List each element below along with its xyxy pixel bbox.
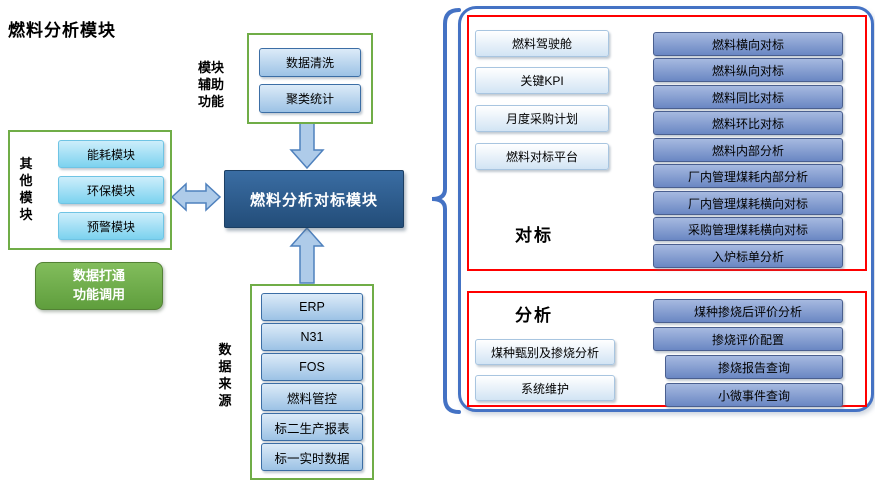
node-system-maintenance: 系统维护 [475,375,615,401]
node-biao1-realtime-data: 标一实时数据 [261,443,363,471]
other-modules-panel: 其他模块 能耗模块 环保模块 预警模块 [8,130,172,250]
node-energy-module: 能耗模块 [58,140,164,168]
other-modules-label: 其他模块 [19,156,33,222]
node-fuel-horizontal-benchmark: 燃料横向对标 [653,32,843,56]
node-fuel-mom-benchmark: 燃料环比对标 [653,111,843,135]
brace-connector [431,8,461,414]
data-link-note-line1: 数据打通 [72,268,125,284]
node-key-kpi: 关键KPI [475,67,609,94]
double-arrow-connector [170,182,222,212]
data-source-panel: ERP N31 FOS 燃料管控 标二生产报表 标一实时数据 [250,284,374,480]
node-biao2-production-report: 标二生产报表 [261,413,363,441]
benchmark-group-label: 对标 [515,226,553,245]
feature-panel: 对标 燃料驾驶舱 关键KPI 月度采购计划 燃料对标平台 燃料横向对标 燃料纵向… [458,6,874,412]
data-link-note: 数据打通 功能调用 [35,262,163,310]
node-purchase-coal-horizontal-benchmark: 采购管理煤耗横向对标 [653,217,843,241]
node-warning-module: 预警模块 [58,212,164,240]
data-source-label: 数据来源 [218,342,232,408]
node-blending-report-query: 掺烧报告查询 [665,355,843,379]
node-erp: ERP [261,293,363,321]
down-arrow-connector [289,121,325,170]
benchmark-group: 对标 燃料驾驶舱 关键KPI 月度采购计划 燃料对标平台 燃料横向对标 燃料纵向… [467,15,867,271]
node-fuel-yoy-benchmark: 燃料同比对标 [653,85,843,109]
node-cluster-statistics: 聚类统计 [259,84,361,113]
page-title: 燃料分析模块 [8,21,116,40]
node-furnace-standard-analysis: 入炉标单分析 [653,244,843,268]
node-plant-coal-internal-analysis: 厂内管理煤耗内部分析 [653,164,843,188]
node-fuel-vertical-benchmark: 燃料纵向对标 [653,58,843,82]
node-environment-module: 环保模块 [58,176,164,204]
center-module-node: 燃料分析对标模块 [224,170,404,228]
node-fuel-cockpit: 燃料驾驶舱 [475,30,609,57]
aux-functions-panel: 数据清洗 聚类统计 [247,33,373,124]
node-coal-blending-analysis: 煤种甄别及掺烧分析 [475,339,615,365]
up-arrow-connector [289,226,325,284]
analysis-group-label: 分析 [515,306,553,325]
data-link-note-line2: 功能调用 [72,287,125,302]
node-fuel-internal-analysis: 燃料内部分析 [653,138,843,162]
node-fuel-control: 燃料管控 [261,383,363,411]
node-fuel-benchmark-platform: 燃料对标平台 [475,143,609,170]
node-plant-coal-horizontal-benchmark: 厂内管理煤耗横向对标 [653,191,843,215]
analysis-group: 分析 煤种甄别及掺烧分析 系统维护 煤种掺烧后评价分析 掺烧评价配置 掺烧报告查… [467,291,867,407]
node-micro-event-query: 小微事件查询 [665,383,843,407]
aux-functions-label: 模块辅助功能 [197,60,224,109]
node-n31: N31 [261,323,363,351]
node-monthly-purchase-plan: 月度采购计划 [475,105,609,132]
node-blending-evaluation-config: 掺烧评价配置 [653,327,843,351]
node-data-cleaning: 数据清洗 [259,48,361,77]
node-fos: FOS [261,353,363,381]
node-post-blending-evaluation: 煤种掺烧后评价分析 [653,299,843,323]
